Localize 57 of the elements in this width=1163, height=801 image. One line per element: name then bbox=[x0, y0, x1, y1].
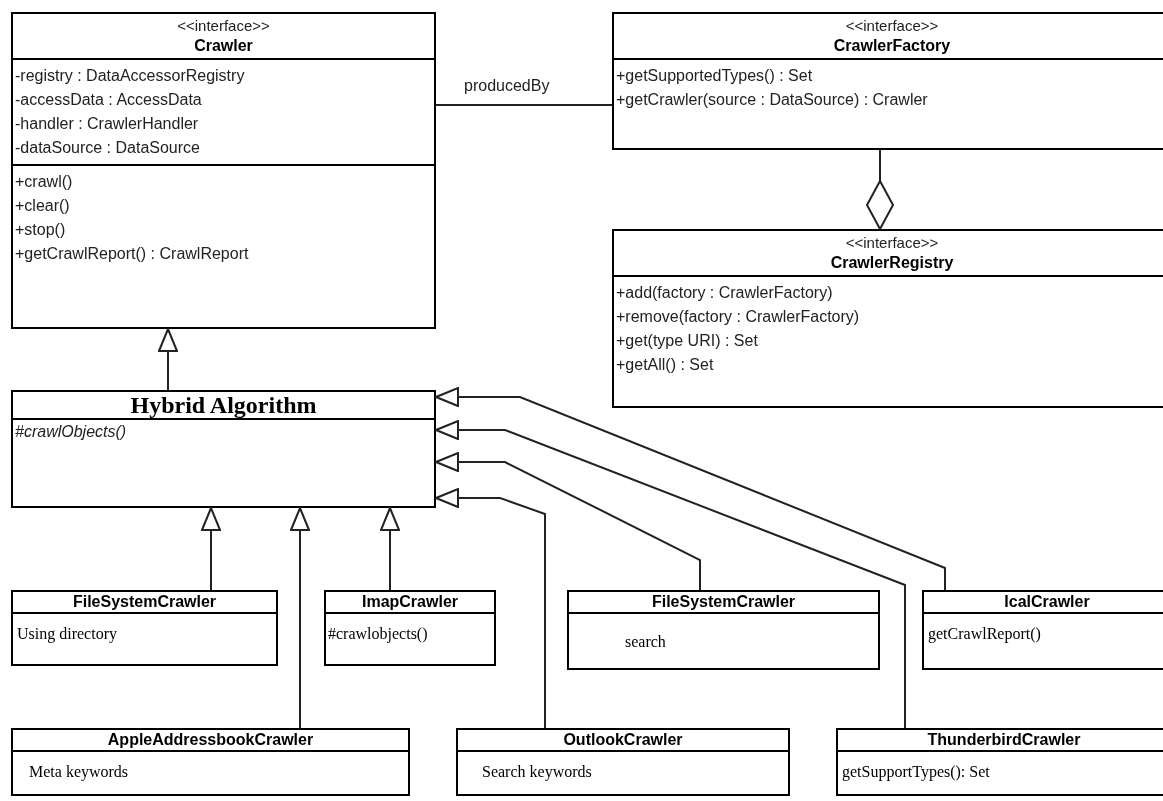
class-method: +crawl() bbox=[15, 172, 74, 192]
class-box bbox=[612, 12, 1163, 150]
inheritance-arrow bbox=[435, 420, 906, 729]
aggregation-line bbox=[866, 149, 894, 230]
stereotype-label: <<interface>> bbox=[845, 233, 939, 253]
class-method: +get(type URI) : Set bbox=[616, 331, 759, 351]
inheritance-arrow bbox=[435, 387, 946, 591]
class-box bbox=[836, 728, 1163, 796]
class-name: AppleAddressbookCrawler bbox=[106, 730, 315, 750]
class-method: +getAll() : Set bbox=[616, 355, 715, 375]
class-note: search bbox=[624, 632, 667, 652]
class-attribute: -dataSource : DataSource bbox=[15, 138, 201, 158]
inheritance-arrow bbox=[380, 507, 400, 591]
class-box bbox=[11, 12, 436, 329]
class-method: +clear() bbox=[15, 196, 71, 216]
inheritance-arrow bbox=[290, 507, 310, 729]
class-method: +getCrawler(source : DataSource) : Crawler bbox=[616, 90, 929, 110]
class-box bbox=[11, 390, 436, 508]
class-box bbox=[11, 728, 410, 796]
class-method: +getCrawlReport() : CrawlReport bbox=[15, 244, 250, 264]
class-method: +stop() bbox=[15, 220, 67, 240]
class-note: #crawlobjects() bbox=[327, 624, 429, 645]
class-method: +remove(factory : CrawlerFactory) bbox=[616, 307, 861, 327]
inheritance-arrow bbox=[435, 488, 546, 729]
class-note: getCrawlReport() bbox=[927, 624, 1042, 645]
inheritance-arrow bbox=[201, 507, 221, 591]
class-box bbox=[567, 590, 880, 670]
class-name: IcalCrawler bbox=[1003, 592, 1091, 612]
class-name: OutlookCrawler bbox=[562, 730, 684, 750]
class-method: +add(factory : CrawlerFactory) bbox=[616, 283, 834, 303]
class-note: Meta keywords bbox=[28, 762, 130, 783]
class-box bbox=[11, 590, 278, 666]
association-line bbox=[435, 104, 613, 106]
class-name: Crawler bbox=[194, 36, 253, 56]
stereotype-label: <<interface>> bbox=[177, 16, 270, 36]
class-attribute: -accessData : AccessData bbox=[15, 90, 203, 110]
class-box bbox=[922, 590, 1163, 670]
class-method: +getSupportedTypes() : Set bbox=[616, 66, 814, 86]
class-note: Search keywords bbox=[481, 762, 593, 783]
class-note: getSupportTypes(): Set bbox=[841, 762, 991, 783]
class-attribute: -handler : CrawlerHandler bbox=[15, 114, 200, 134]
class-box bbox=[612, 229, 1163, 408]
class-name: ThunderbirdCrawler bbox=[926, 730, 1082, 750]
inheritance-arrow bbox=[435, 452, 701, 591]
inheritance-arrow bbox=[158, 328, 178, 391]
class-note: Using directory bbox=[16, 624, 118, 645]
class-box bbox=[456, 728, 790, 796]
class-name: CrawlerRegistry bbox=[830, 253, 954, 273]
class-attribute: -registry : DataAccessorRegistry bbox=[15, 66, 246, 86]
class-box bbox=[324, 590, 496, 666]
class-name: ImapCrawler bbox=[360, 592, 459, 612]
class-name: FileSystemCrawler bbox=[650, 592, 797, 612]
class-name: CrawlerFactory bbox=[833, 36, 951, 56]
class-method: #crawlObjects() bbox=[15, 422, 128, 442]
class-name: Hybrid Algorithm bbox=[129, 392, 318, 418]
class-name: FileSystemCrawler bbox=[71, 592, 218, 612]
stereotype-label: <<interface>> bbox=[845, 16, 939, 36]
